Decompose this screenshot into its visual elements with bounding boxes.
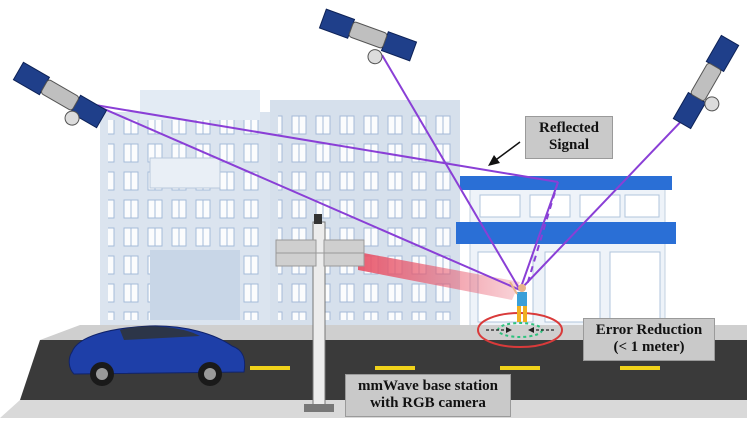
base-station-line1: mmWave base station [358, 378, 498, 394]
error-reduction-label: Error Reduction (< 1 meter) [583, 318, 715, 361]
reflected-signal-line1: Reflected [539, 120, 599, 136]
mmwave-beam [358, 252, 520, 300]
error-reduction-line1: Error Reduction [595, 322, 703, 338]
satellite-icon [12, 61, 108, 129]
satellite-icon [318, 8, 418, 65]
car-icon [68, 325, 246, 386]
reflected-signal-label: Reflected Signal [525, 116, 613, 159]
base-station-line2: with RGB camera [370, 395, 486, 412]
building-icon [100, 90, 460, 342]
satellite-icon [672, 34, 740, 130]
reflected-signal-line2: Signal [548, 137, 590, 154]
error-reduction-line2: (< 1 meter) [613, 339, 685, 356]
signal-lines [94, 54, 691, 291]
shop-icon [456, 176, 676, 336]
base-station-icon [275, 214, 365, 412]
base-station-label: mmWave base station with RGB camera [345, 374, 511, 417]
person-icon [509, 281, 527, 322]
reflected-signal-arrow [488, 141, 521, 166]
